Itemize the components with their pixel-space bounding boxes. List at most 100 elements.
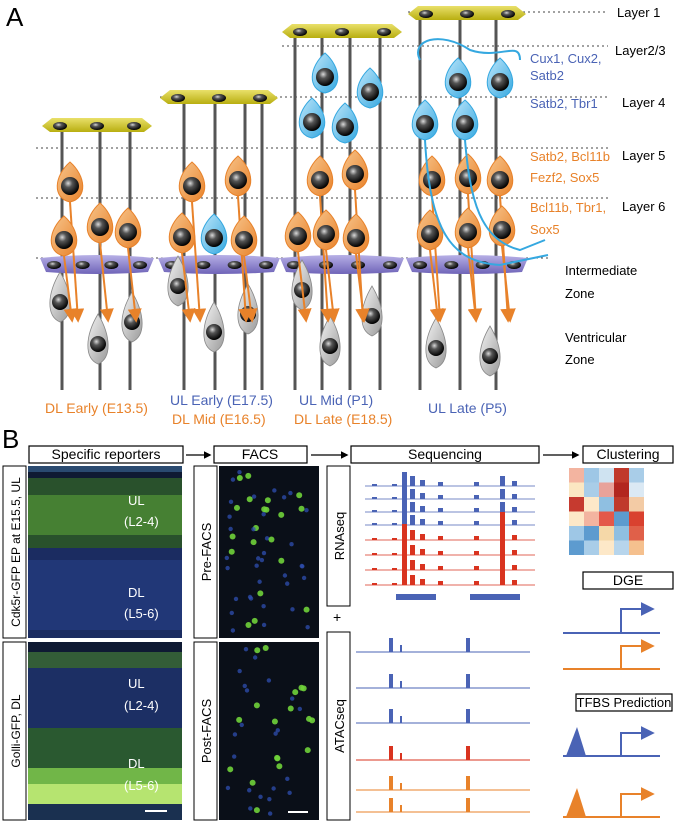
clustering-header: Clustering (596, 446, 659, 462)
nucleus (303, 113, 321, 131)
dapi-cell (289, 542, 294, 547)
prefacs-micrograph (219, 466, 319, 638)
atacseq-track (356, 798, 530, 813)
coverage-bar (420, 506, 425, 512)
heatmap-cell (629, 511, 644, 526)
coverage-bar (474, 521, 479, 525)
heatmap-cell (614, 511, 629, 526)
atacseq-label: ATACseq (332, 699, 347, 753)
dapi-cell (244, 688, 250, 693)
cortical-column-4 (406, 6, 528, 390)
dapi-cell (261, 622, 267, 628)
coverage-bar (438, 521, 443, 525)
coverage-bar (474, 482, 479, 486)
endfoot-nucleus (53, 122, 67, 130)
atacseq-track (356, 638, 530, 653)
panel-b-letter: B (2, 424, 19, 454)
iz-nucleus (47, 261, 61, 269)
coverage-bar (512, 565, 517, 570)
heatmap-cell (614, 468, 629, 483)
heatmap-cell (584, 482, 599, 497)
cortical-column-1 (40, 118, 154, 390)
gfp-cell (300, 685, 307, 692)
coverage-bar (438, 581, 443, 585)
coverage-bar (512, 535, 517, 540)
peak (389, 674, 393, 688)
cdk5r-label-box (2, 465, 27, 639)
coverage-bar (512, 580, 517, 585)
dapi-cell (252, 655, 258, 660)
dapi-cell (247, 788, 252, 793)
tfbs-header: TFBS Prediction (577, 695, 672, 710)
endfoot-nucleus (501, 10, 515, 18)
marker-l5-line1: Satb2, Bcl11b (530, 149, 610, 164)
marker-l23-line1: Cux1, Cux2, (530, 51, 602, 66)
dapi-cell (287, 790, 292, 796)
layer-2-3-label: Layer2/3 (615, 43, 666, 58)
gfp-cell (250, 539, 257, 546)
coverage-bar (392, 484, 397, 486)
coverage-bar (372, 497, 377, 499)
endfoot-nucleus (460, 10, 474, 18)
peak (400, 681, 402, 688)
dapi-cell (229, 610, 234, 616)
neuron-axon (243, 255, 258, 323)
neuron-axon (181, 252, 196, 323)
reporters-header-box (28, 445, 184, 464)
nucleus (428, 340, 444, 356)
peak (389, 798, 393, 812)
coverage-bar (474, 551, 479, 555)
dapi-cell (288, 490, 293, 496)
peak (466, 674, 470, 688)
gfp-cell (274, 755, 281, 762)
postfacs-label-box (193, 641, 218, 821)
gfp-cell (292, 689, 299, 696)
rnaseq-track (365, 512, 535, 541)
reporters-header: Specific reporters (52, 446, 161, 462)
nucleus (322, 338, 338, 354)
heatmap-cell (629, 526, 644, 541)
dapi-cell (282, 573, 288, 578)
intermediate-zone-line2: Zone (565, 286, 595, 301)
neuron-axon (69, 201, 85, 323)
gfp-cell (268, 536, 275, 543)
layer-1-label: Layer 1 (617, 5, 660, 20)
nucleus (316, 68, 334, 86)
rnaseq-track (365, 527, 535, 556)
endfoot-nucleus (335, 28, 349, 36)
gfp-cell (298, 505, 305, 512)
coverage-bar (392, 510, 397, 512)
heatmap-cell (614, 526, 629, 541)
neuron-axon (63, 255, 78, 323)
gfp-cell (245, 472, 252, 479)
dapi-cell (261, 603, 266, 609)
layer-4-label: Layer 4 (622, 95, 665, 110)
plus-sign: + (333, 609, 341, 625)
dapi-cell (305, 624, 310, 630)
peak (389, 776, 393, 790)
endfoot-nucleus (212, 94, 226, 102)
peak (400, 753, 402, 760)
nucleus (173, 228, 191, 246)
heatmap-cell (599, 497, 614, 512)
stage-dl-early: DL Early (E13.5) (45, 400, 148, 416)
rnaseq-track (365, 485, 535, 500)
peak (466, 746, 470, 760)
atacseq-tracks (356, 638, 530, 813)
coverage-bar (402, 485, 407, 499)
nucleus (482, 348, 498, 364)
neuron-axon (467, 247, 482, 323)
peak (400, 716, 402, 723)
prefacs-label-box (193, 465, 218, 639)
tfbs-gene-orange (563, 787, 660, 818)
coverage-bar (420, 493, 425, 499)
marker-l5-line2: Fezf2, Sox5 (530, 170, 599, 185)
neuron-axon (325, 249, 340, 323)
heatmap-cell (569, 540, 584, 555)
peak (400, 805, 402, 812)
nucleus (90, 336, 106, 352)
tfbs-header-box (575, 693, 673, 712)
golli-label: Golli-GFP, DL (9, 694, 23, 767)
rnaseq-track (365, 542, 535, 571)
